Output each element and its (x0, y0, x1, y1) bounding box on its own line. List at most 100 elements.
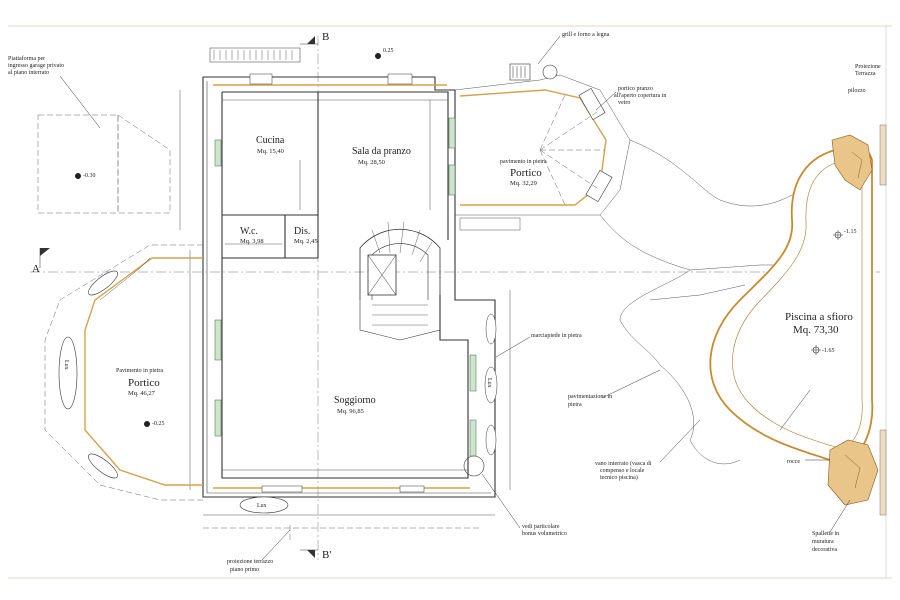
spallette-leader (829, 499, 851, 533)
right-pillar-column (879, 124, 887, 516)
window-dining-east-2 (448, 164, 456, 196)
spallette-label: Spallette in muratura decorativa (812, 531, 841, 553)
level-marker-top: 0.25 (375, 48, 394, 59)
stone-pavement-outline-2 (629, 139, 821, 207)
section-b-arrow-top (307, 36, 315, 44)
pool-outer-edge (709, 144, 874, 463)
section-a-arrow (40, 248, 50, 256)
interior-perimeter-wall (221, 92, 469, 479)
left-portico-inner (99, 257, 151, 301)
piattaforma-leader (59, 75, 101, 129)
pavimentazione-leader (601, 369, 661, 399)
right-portico-sub: pavimento in pietra (500, 159, 547, 165)
window-living-south (261, 485, 303, 493)
left-portico-bench-1 (88, 270, 118, 296)
svg-text:Lux: Lux (257, 503, 267, 509)
portico-pranzo-note: portico pranzo all'aperto copertura in v… (614, 86, 668, 106)
pilozzo-label: pilozzo (848, 88, 866, 94)
stone-pavement-outline-1 (599, 214, 741, 465)
section-b-label-bottom: B' (322, 549, 331, 561)
level-marker-pool-1: -1.15 (833, 229, 857, 240)
wc-title: W.c. (240, 226, 258, 237)
pool-inner-edge (732, 159, 863, 448)
sala-area: Mq. 28,50 (358, 159, 385, 166)
interior-top-wall (222, 91, 449, 215)
right-portico-pergola (539, 87, 613, 206)
left-portico-subtitle: Pavimento in pietra (116, 368, 163, 374)
cucina-title: Cucina (256, 135, 285, 146)
window-living-west (214, 319, 222, 361)
dis-area: Mq. 2,45 (294, 238, 318, 245)
proiezione-terrazza-right: Proiezione Terrazza (855, 64, 882, 77)
window-living-west-2 (214, 399, 222, 437)
left-portico-area: Mq. 46,27 (128, 390, 156, 397)
window-living-south-2 (399, 485, 425, 493)
svg-text:-0.25: -0.25 (152, 421, 165, 427)
soggiorno-area: Mq. 96,85 (337, 408, 364, 415)
east-lux-oval-3 (485, 424, 497, 456)
proiezione-bottom-leader (261, 529, 291, 561)
svg-text:Lux: Lux (486, 378, 492, 388)
pool-title: Piscina a sfioro (785, 311, 853, 323)
north-balcony-hatch (209, 47, 301, 63)
dimension-lines (179, 90, 511, 516)
grill-label: grill e forno a legna (562, 31, 610, 38)
left-portico-bench-2 (88, 453, 118, 479)
piattaforma-note: Piattaforma per ingresso garage privato … (8, 55, 65, 76)
vano-leader (659, 419, 701, 463)
bonus-volumetrico-circle (463, 455, 485, 477)
level-marker-pool-2: -1.65 (811, 345, 835, 355)
portico-pranzo-leader (595, 91, 617, 111)
marciapiede-label: marciapiede in pietra (531, 333, 582, 339)
window-living-east (469, 354, 477, 392)
vedi-leader (481, 473, 521, 529)
grill-leader (537, 35, 561, 65)
bottom-projection-line (203, 525, 480, 540)
level-marker-platform: -0.30 (75, 173, 96, 179)
east-lux-oval-2: Lux (484, 366, 498, 404)
garage-platform-ramp (117, 114, 171, 214)
pool-rocks-bottom (827, 439, 879, 506)
section-b-label-top: B (322, 31, 329, 43)
window-dining-north (387, 73, 413, 85)
grill-oven (509, 63, 558, 81)
wc-area: Mq. 3,98 (240, 238, 264, 245)
pool-dimension-leader (779, 389, 811, 431)
vano-label: vano interrato (vasca di compenso e loca… (595, 460, 653, 481)
left-portico-finish (84, 257, 203, 486)
pool-area: Mq. 73,30 (793, 324, 839, 336)
dis-title: Dis. (294, 226, 310, 237)
left-portico-outline (44, 244, 203, 501)
cucina-area: Mq. 15,40 (257, 148, 284, 155)
window-living-east-2 (469, 419, 477, 457)
svg-text:-1.15: -1.15 (844, 229, 857, 235)
pool-rocks-top (831, 134, 873, 191)
vedi-label: vedi particolare bonus volumetrico (522, 524, 567, 537)
spiral-staircase (359, 221, 441, 341)
pavimentazione-label: pavimentazione in pietra (568, 394, 614, 408)
window-kitchen-west (214, 139, 222, 167)
soggiorno-title: Soggiorno (334, 395, 376, 406)
left-portico-title: Portico (128, 377, 160, 389)
marciapiede-leader (495, 336, 531, 358)
right-portico-finish (459, 89, 607, 206)
section-a-label: A (32, 263, 40, 275)
bottom-lux-oval: Lux (239, 496, 289, 514)
section-b-arrow-bottom (307, 550, 315, 558)
svg-text:0.25: 0.25 (383, 48, 394, 54)
garage-platform (37, 114, 119, 214)
east-door-step (459, 217, 521, 231)
stone-pavement-line-2 (649, 284, 746, 301)
east-lux-oval-1 (485, 313, 497, 345)
sala-title: Sala da pranzo (352, 146, 411, 157)
right-portico-area: Mq. 32,29 (510, 180, 537, 187)
rocce-label: rocce (787, 459, 800, 465)
level-marker-portico-left: -0.25 (144, 421, 165, 427)
house-outer-wall (202, 76, 496, 498)
house-outer-wall-inner-face (206, 81, 491, 494)
left-portico-lux-oval: Lux (58, 336, 78, 410)
svg-text:Lux: Lux (63, 360, 69, 370)
window-kitchen-north (249, 73, 273, 85)
window-dining-east (448, 117, 456, 149)
